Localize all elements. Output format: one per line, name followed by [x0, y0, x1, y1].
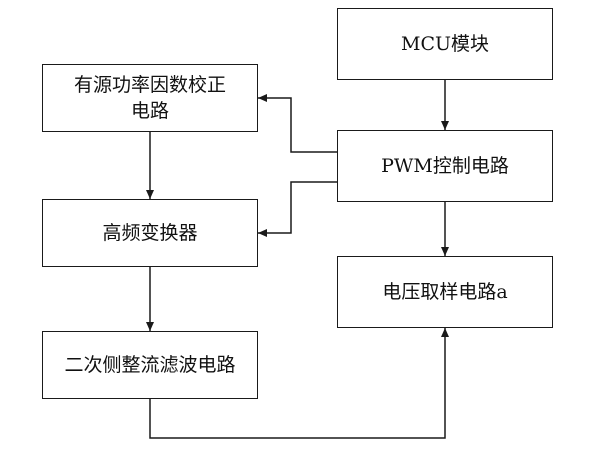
mcu-module-label: MCU模块	[400, 33, 489, 55]
pwm-control-block: PWM控制电路	[337, 130, 553, 202]
active-pfc-block: 有源功率因数校正电路	[42, 64, 258, 132]
arrow-pwm-to-active-pfc	[258, 94, 337, 153]
voltage-sampling-label: 电压取样电路a	[382, 281, 508, 303]
active-pfc-label: 有源功率因数校正电路	[73, 74, 226, 122]
voltage-sampling-block: 电压取样电路a	[337, 256, 553, 328]
secondary-rectifier-block: 二次侧整流滤波电路	[42, 331, 258, 399]
secondary-rectifier-label: 二次侧整流滤波电路	[64, 354, 236, 376]
hf-converter-block: 高频变换器	[42, 199, 258, 267]
pwm-control-label: PWM控制电路	[381, 155, 509, 177]
hf-converter-label: 高频变换器	[102, 222, 198, 244]
arrow-pwm-to-hf-converter	[258, 181, 337, 237]
arrow-secondary-rectifier-to-voltage-sampling	[149, 328, 449, 439]
mcu-module-block: MCU模块	[337, 8, 553, 80]
